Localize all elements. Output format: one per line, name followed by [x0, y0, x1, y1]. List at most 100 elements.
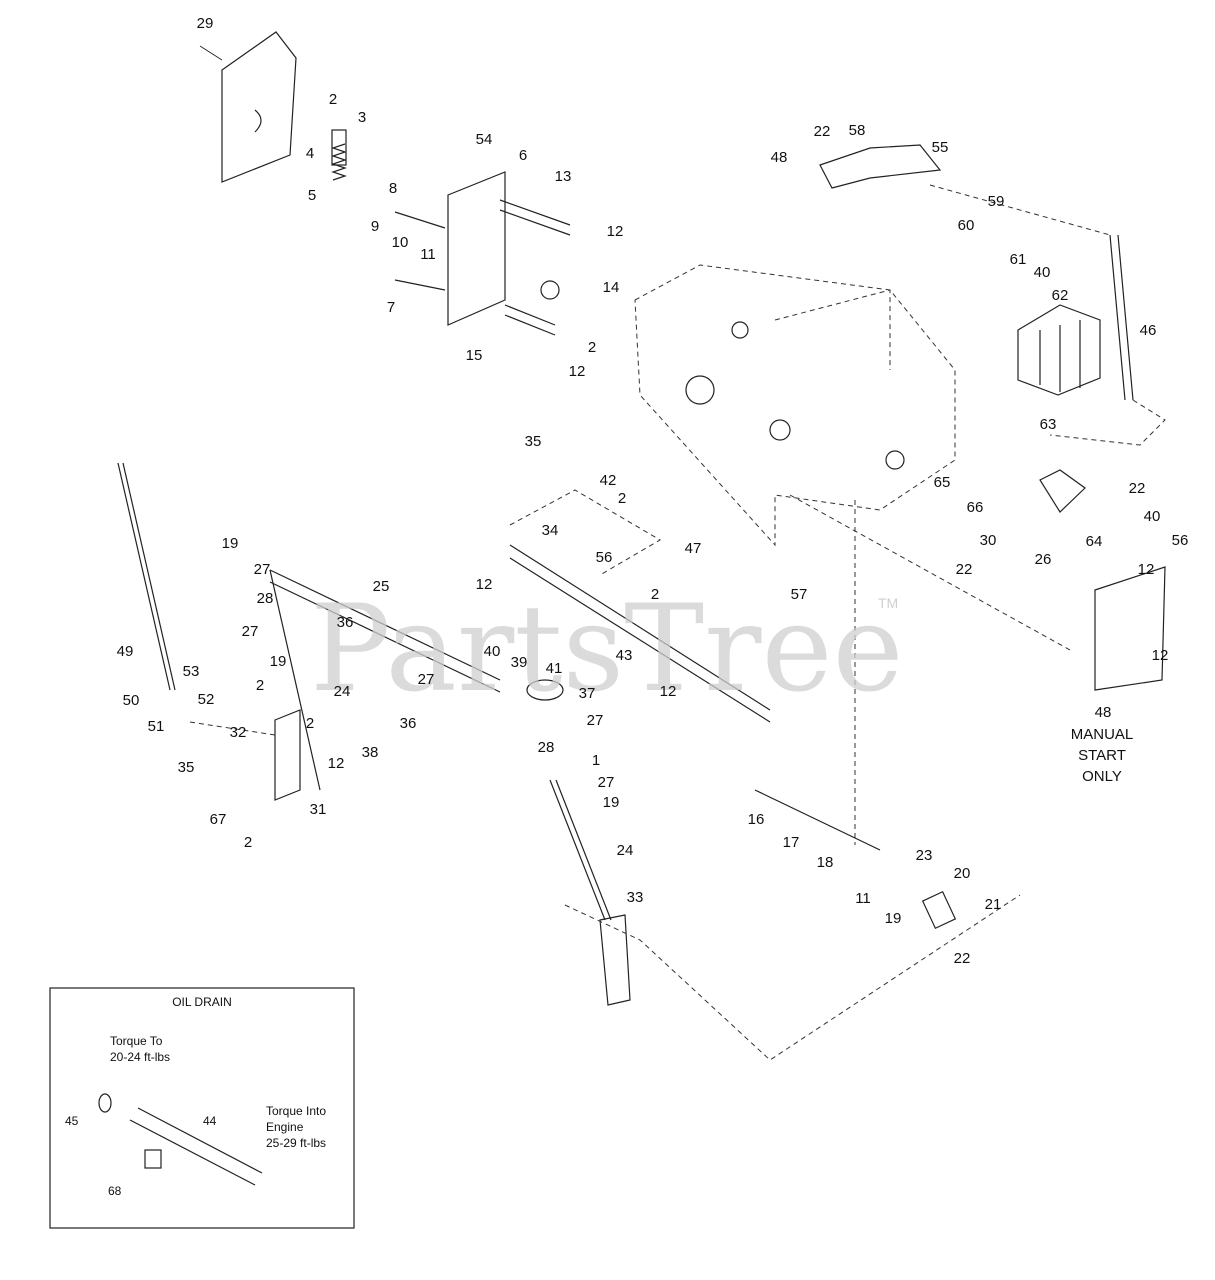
watermark-text: PartsTree [310, 580, 904, 719]
part-callout-42: 42 [600, 472, 617, 489]
part-callout-7: 7 [387, 299, 395, 316]
part-callout-24: 24 [334, 683, 351, 700]
part-callout-55: 55 [932, 139, 949, 156]
part-callout-2: 2 [651, 586, 659, 603]
part-callout-57: 57 [791, 586, 808, 603]
part-callout-60: 60 [958, 217, 975, 234]
watermark-trademark: TM [878, 595, 898, 611]
part-callout-32: 32 [230, 724, 247, 741]
part-callout-52: 52 [198, 691, 215, 708]
part-callout-54: 54 [476, 131, 493, 148]
part-callout-38: 38 [362, 744, 379, 761]
part-callout-16: 16 [748, 811, 765, 828]
part-callout-36: 36 [337, 614, 354, 631]
part-callout-12: 12 [1152, 647, 1169, 664]
part-callout-12: 12 [1138, 561, 1155, 578]
part-callout-56: 56 [1172, 532, 1189, 549]
part-callout-40: 40 [1034, 264, 1051, 281]
part-callout-67: 67 [210, 811, 227, 828]
part-callout-36: 36 [400, 715, 417, 732]
part-callout-56: 56 [596, 549, 613, 566]
part-callout-12: 12 [660, 683, 677, 700]
part-callout-35: 35 [178, 759, 195, 776]
part-callout-40: 40 [484, 643, 501, 660]
part-callout-6: 6 [519, 147, 527, 164]
part-callout-22: 22 [1129, 480, 1146, 497]
part-callout-27: 27 [587, 712, 604, 729]
part-callout-53: 53 [183, 663, 200, 680]
part-callout-63: 63 [1040, 416, 1057, 433]
part-callout-2: 2 [329, 91, 337, 108]
part-callout-46: 46 [1140, 322, 1157, 339]
part-callout-28: 28 [538, 739, 555, 756]
part-callout-8: 8 [389, 180, 397, 197]
inset-part-45: 45 [65, 1114, 79, 1128]
torque-to-line-1: Torque To [110, 1034, 163, 1048]
part-callout-17: 17 [783, 834, 800, 851]
part-callout-18: 18 [817, 854, 834, 871]
part-callout-14: 14 [603, 279, 620, 296]
part-callout-29: 29 [197, 15, 214, 32]
part-callout-24: 24 [617, 842, 634, 859]
part-callout-20: 20 [954, 865, 971, 882]
part-callout-9: 9 [371, 218, 379, 235]
inset-part-44: 44 [203, 1114, 217, 1128]
torque-into-line-2: Engine [266, 1120, 304, 1134]
part-callout-11: 11 [420, 246, 436, 263]
inset-title: OIL DRAIN [172, 995, 232, 1009]
part-callout-43: 43 [616, 647, 633, 664]
part-callout-34: 34 [542, 522, 559, 539]
part-callout-48: 48 [1095, 704, 1112, 721]
part-callout-15: 15 [466, 347, 483, 364]
part-callout-22: 22 [956, 561, 973, 578]
note-line-1: MANUAL [1071, 726, 1134, 743]
part-callout-41: 41 [546, 660, 563, 677]
torque-into-line-1: Torque Into [266, 1104, 326, 1118]
part-callout-5: 5 [308, 187, 316, 204]
part-callout-19: 19 [603, 794, 620, 811]
part-callout-12: 12 [328, 755, 345, 772]
part-callout-19: 19 [270, 653, 287, 670]
part-callout-2: 2 [306, 715, 314, 732]
part-callout-21: 21 [985, 896, 1002, 913]
part-callout-3: 3 [358, 109, 366, 126]
part-callout-2: 2 [618, 490, 626, 507]
part-callout-19: 19 [885, 910, 902, 927]
note-line-2: START [1078, 747, 1126, 764]
part-callout-62: 62 [1052, 287, 1069, 304]
part-callout-22: 22 [954, 950, 971, 967]
inset-part-68: 68 [108, 1184, 122, 1198]
part-callout-13: 13 [555, 168, 572, 185]
part-callout-48: 48 [771, 149, 788, 166]
part-callout-35: 35 [525, 433, 542, 450]
part-callout-19: 19 [222, 535, 239, 552]
part-callout-2: 2 [256, 677, 264, 694]
part-callout-4: 4 [306, 145, 314, 162]
part-callout-2: 2 [244, 834, 252, 851]
part-callout-10: 10 [392, 234, 409, 251]
oil-drain-inset: OIL DRAIN Torque To 20-24 ft-lbs Torque … [65, 995, 326, 1198]
diagram-line-art [49, 31, 1166, 1229]
part-callout-27: 27 [254, 561, 271, 578]
part-callout-61: 61 [1010, 251, 1027, 268]
part-callout-1: 1 [592, 752, 600, 769]
part-callout-30: 30 [980, 532, 997, 549]
part-callout-40: 40 [1144, 508, 1161, 525]
part-callout-27: 27 [242, 623, 259, 640]
part-callout-47: 47 [685, 540, 702, 557]
part-callout-12: 12 [476, 576, 493, 593]
part-callout-31: 31 [310, 801, 327, 818]
part-callout-66: 66 [967, 499, 984, 516]
part-callout-12: 12 [569, 363, 586, 380]
part-callout-22: 22 [814, 123, 831, 140]
part-callout-26: 26 [1035, 551, 1052, 568]
note-line-3: ONLY [1082, 768, 1122, 785]
part-callout-28: 28 [257, 590, 274, 607]
part-callout-12: 12 [607, 223, 624, 240]
part-callout-59: 59 [988, 193, 1005, 210]
part-callout-51: 51 [148, 718, 165, 735]
part-callout-27: 27 [598, 774, 615, 791]
part-callout-39: 39 [511, 654, 528, 671]
part-callout-50: 50 [123, 692, 140, 709]
